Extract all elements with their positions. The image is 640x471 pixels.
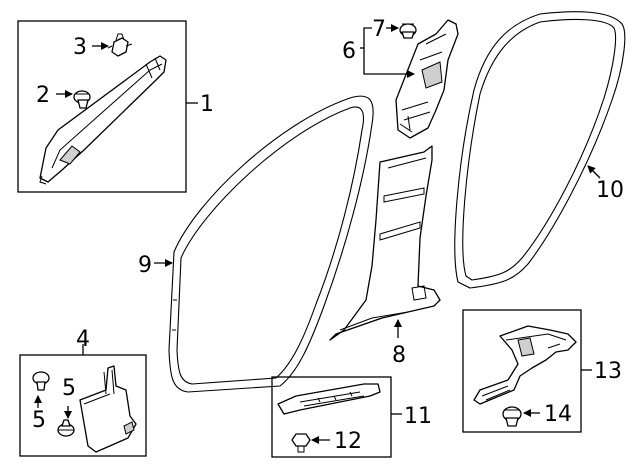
callout-13: 13 — [594, 359, 622, 384]
callout-6: 6 — [342, 39, 356, 64]
callout-5-upper-label: 5 — [62, 376, 76, 401]
callout-1: 1 — [200, 92, 214, 117]
b-pillar-lower-trim[interactable] — [329, 145, 441, 341]
trim-clip-part-12[interactable] — [291, 433, 311, 453]
trim-clip-part-2[interactable] — [73, 90, 91, 109]
callout-10: 10 — [596, 178, 624, 203]
box-part-13 — [462, 309, 582, 433]
callout-9: 9 — [138, 253, 152, 278]
door-sill-plate[interactable] — [277, 383, 381, 415]
callout-5-lower-label: 5 — [32, 408, 46, 433]
trim-clip-part-14[interactable] — [502, 406, 522, 427]
callout-4: 4 — [76, 327, 90, 352]
a-pillar-trim[interactable] — [39, 55, 167, 185]
trim-clip-part-5-lower[interactable] — [57, 419, 75, 437]
callout-11: 11 — [404, 404, 432, 429]
trim-clip-part-7[interactable] — [399, 23, 417, 39]
trim-clip-part-3[interactable] — [107, 33, 133, 57]
callout-8: 8 — [392, 343, 406, 368]
rear-door-weatherstrip[interactable] — [454, 11, 626, 289]
box-part-11 — [271, 376, 392, 458]
callout-7: 7 — [372, 17, 386, 42]
callout-12: 12 — [334, 429, 362, 454]
lower-trim-panel[interactable] — [79, 365, 137, 453]
callout-14: 14 — [544, 402, 572, 427]
front-door-weatherstrip[interactable] — [168, 95, 374, 393]
callout-3: 3 — [73, 35, 87, 60]
box-part-1 — [17, 20, 187, 193]
callout-2: 2 — [36, 83, 50, 108]
seat-belt-bracket[interactable] — [473, 325, 577, 405]
b-pillar-upper-trim[interactable] — [395, 19, 459, 139]
trim-clip-part-5-upper[interactable] — [32, 371, 50, 391]
